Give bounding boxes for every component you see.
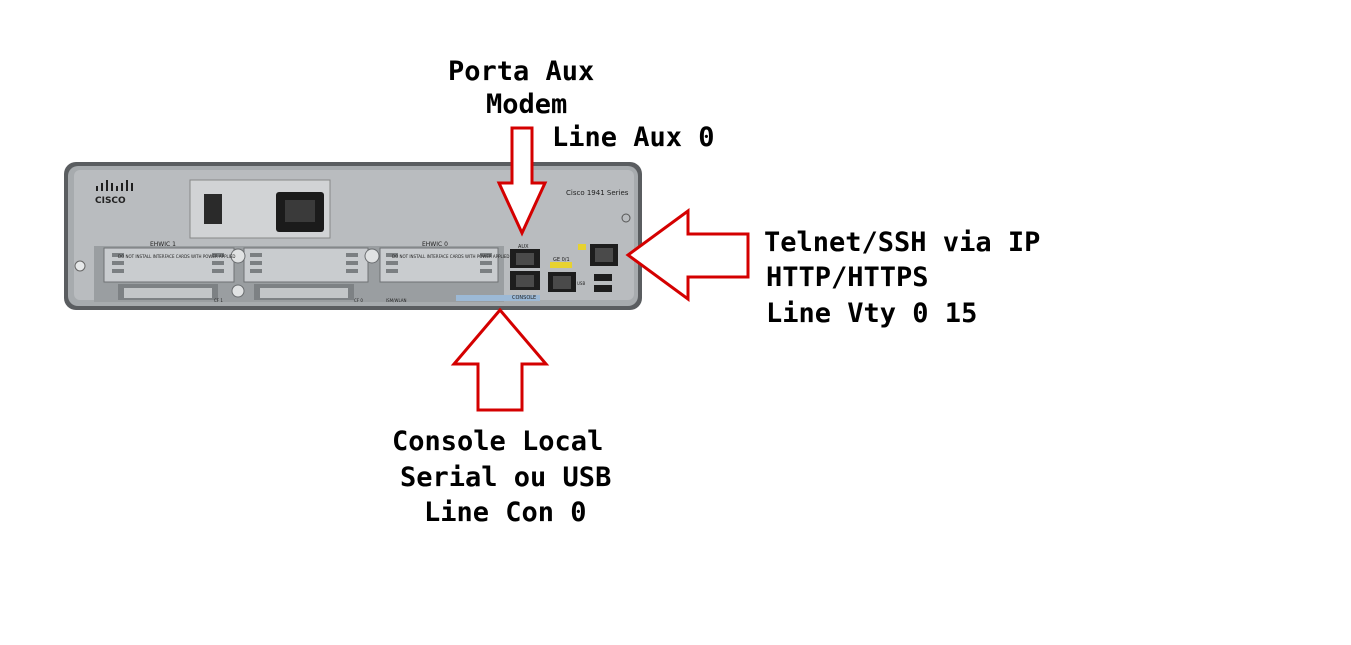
cisco-logo-icon	[96, 180, 133, 191]
console-line: Line Con 0	[424, 497, 587, 528]
slot1-warning: DO NOT INSTALL INTERFACE CARDS WITH POWE…	[118, 254, 236, 259]
ge00-port-icon	[590, 244, 618, 266]
aux-label: AUX	[518, 244, 529, 250]
aux-title: Porta Aux	[448, 56, 595, 87]
slot0-label: EHWIC 0	[422, 241, 448, 248]
ehwic-slot-middle	[243, 247, 369, 300]
remote-title: Telnet/SSH via IP	[764, 227, 1041, 258]
model-text: Cisco 1941 Series	[566, 189, 629, 197]
console-title: Console Local	[392, 426, 604, 457]
slot1-label: EHWIC 1	[150, 241, 176, 248]
ehwic-slot-1	[103, 247, 235, 300]
remote-subtitle: HTTP/HTTPS	[766, 262, 929, 293]
aux-line: Line Aux 0	[552, 122, 715, 153]
usb-label: USB	[577, 281, 585, 286]
console-port-icon	[510, 271, 540, 290]
aux-arrow	[496, 126, 548, 237]
aux-port-icon	[510, 249, 540, 268]
aux-subtitle: Modem	[486, 89, 568, 120]
console-arrow	[450, 307, 550, 412]
cf0-label: CF 0	[354, 298, 363, 303]
usb-port-icon	[594, 274, 612, 292]
slot0-warning: DO NOT INSTALL INTERFACE CARDS WITH POWE…	[392, 254, 510, 259]
ehwic-slot-0	[379, 247, 499, 283]
console-label: CONSOLE	[512, 295, 536, 301]
ge01-port-icon	[548, 272, 576, 292]
brand-text: CISCO	[95, 196, 126, 206]
router-chassis: CISCO Cisco 1941 Series EHWIC 1 EHWIC 0 …	[64, 162, 642, 310]
remote-line: Line Vty 0 15	[766, 298, 978, 329]
ge01-label: GE 0/1	[553, 257, 570, 263]
console-subtitle: Serial ou USB	[400, 462, 612, 493]
ism-label: ISM/WLAN	[386, 298, 407, 303]
power-switch	[204, 194, 222, 224]
vty-arrow	[625, 208, 750, 302]
cf1-label: CF 1	[214, 298, 223, 303]
